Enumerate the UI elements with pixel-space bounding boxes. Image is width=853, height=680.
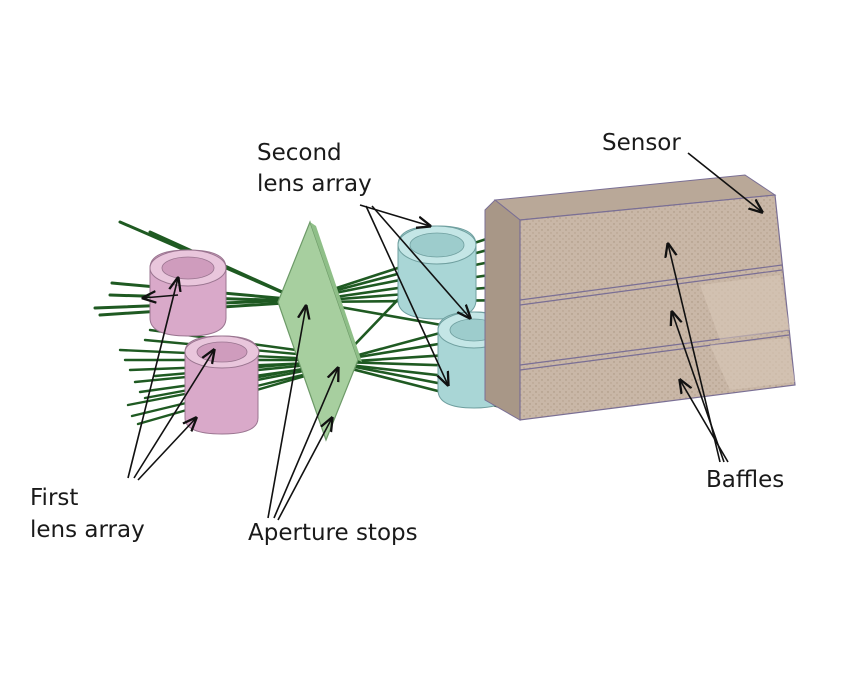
label-second-lens-array-line1: Second (257, 140, 342, 166)
pointer-arrows (127, 152, 762, 521)
second-lens-upper (397, 225, 477, 320)
arrow-second-lens-3 (371, 205, 470, 318)
label-aperture-stops: Aperture stops (248, 520, 418, 546)
arrow-aperture-3 (277, 418, 332, 521)
labels: Second lens array Sensor First lens arra… (30, 130, 784, 546)
sensor-housing (484, 174, 796, 421)
arrow-first-lens-1 (127, 278, 178, 479)
arrow-second-lens-1 (359, 204, 430, 226)
arrow-baffle-2 (672, 312, 725, 463)
label-sensor: Sensor (602, 130, 681, 156)
arrow-first-lens-4 (143, 295, 179, 298)
arrow-second-lens-2 (365, 205, 448, 385)
first-lens-upper (149, 249, 227, 337)
label-second-lens-array-line2: lens array (257, 171, 372, 197)
arrow-baffle-3 (680, 380, 729, 463)
label-first-lens-array-line1: First (30, 485, 78, 511)
arrow-aperture-1 (267, 306, 306, 519)
arrow-first-lens-2 (133, 350, 214, 479)
arrow-sensor (687, 152, 762, 212)
first-lens-lower (184, 335, 260, 435)
label-first-lens-array-line2: lens array (30, 517, 145, 543)
label-baffles: Baffles (706, 467, 784, 493)
aperture-stop-plate (277, 220, 362, 442)
arrow-first-lens-3 (137, 418, 196, 481)
arrow-aperture-2 (273, 368, 338, 519)
